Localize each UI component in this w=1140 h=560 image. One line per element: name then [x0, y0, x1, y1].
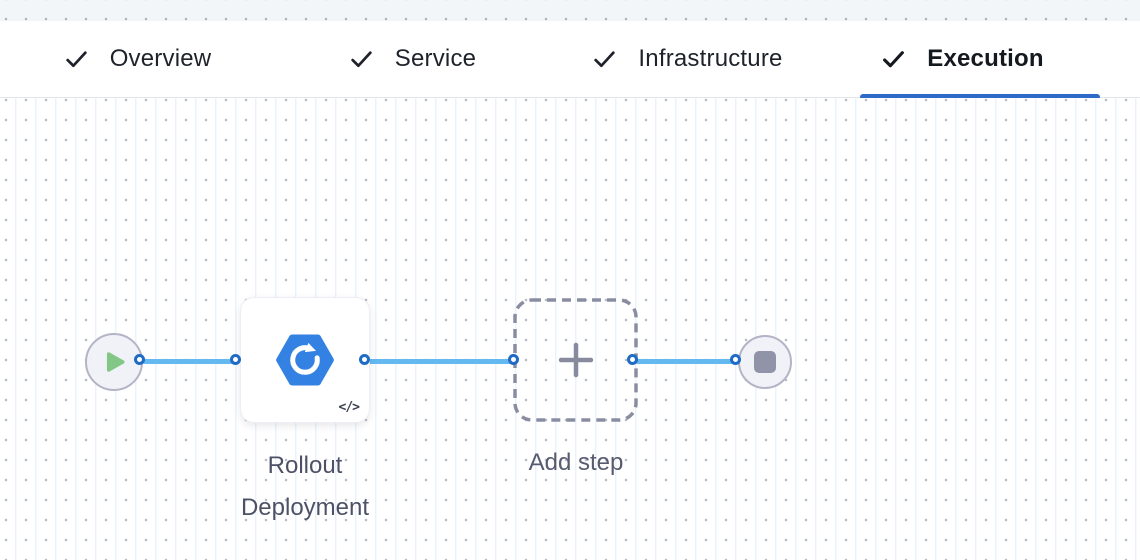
code-icon[interactable]: </>	[338, 400, 361, 415]
rollout-deployment-icon	[276, 334, 334, 386]
tab-label: Service	[394, 45, 477, 72]
connection-port[interactable]	[229, 353, 241, 365]
connection-port[interactable]	[358, 353, 370, 365]
tab-service[interactable]: Service	[275, 21, 550, 97]
connection-port[interactable]	[626, 353, 638, 365]
active-tab-underline	[860, 94, 1100, 100]
connection-port[interactable]	[507, 353, 519, 365]
connection-port[interactable]	[133, 353, 145, 365]
connector-edge	[142, 359, 238, 364]
tab-label: Overview	[109, 45, 212, 72]
connector-edge	[367, 359, 516, 364]
pipeline-canvas[interactable]: </> Rollout Deployment Add step	[0, 98, 1140, 560]
tab-infrastructure[interactable]: Infrastructure	[550, 21, 825, 97]
canvas-top-strip	[0, 0, 1140, 21]
play-icon	[106, 352, 125, 372]
plus-icon	[558, 342, 593, 378]
check-icon	[594, 50, 616, 67]
check-icon	[351, 50, 372, 67]
step-label-rollout-deployment: Rollout Deployment	[240, 452, 370, 521]
step-rollout-deployment[interactable]: </>	[240, 297, 370, 423]
connector-edge	[635, 359, 738, 364]
end-node[interactable]	[738, 335, 792, 389]
tab-execution[interactable]: Execution	[825, 21, 1100, 100]
check-icon	[65, 50, 87, 67]
check-icon	[883, 50, 905, 67]
stop-icon	[754, 351, 776, 373]
tab-label: Infrastructure	[638, 45, 783, 72]
add-step-node[interactable]	[513, 298, 638, 422]
start-node[interactable]	[85, 333, 143, 391]
stage-tabbar: Overview Service Infrastructure Executio…	[0, 21, 1140, 100]
tab-overview[interactable]: Overview	[0, 21, 275, 97]
dashed-frame	[513, 298, 638, 422]
connection-port[interactable]	[729, 353, 741, 365]
tab-label: Execution	[927, 45, 1044, 72]
add-step-label[interactable]: Add step	[528, 449, 624, 476]
